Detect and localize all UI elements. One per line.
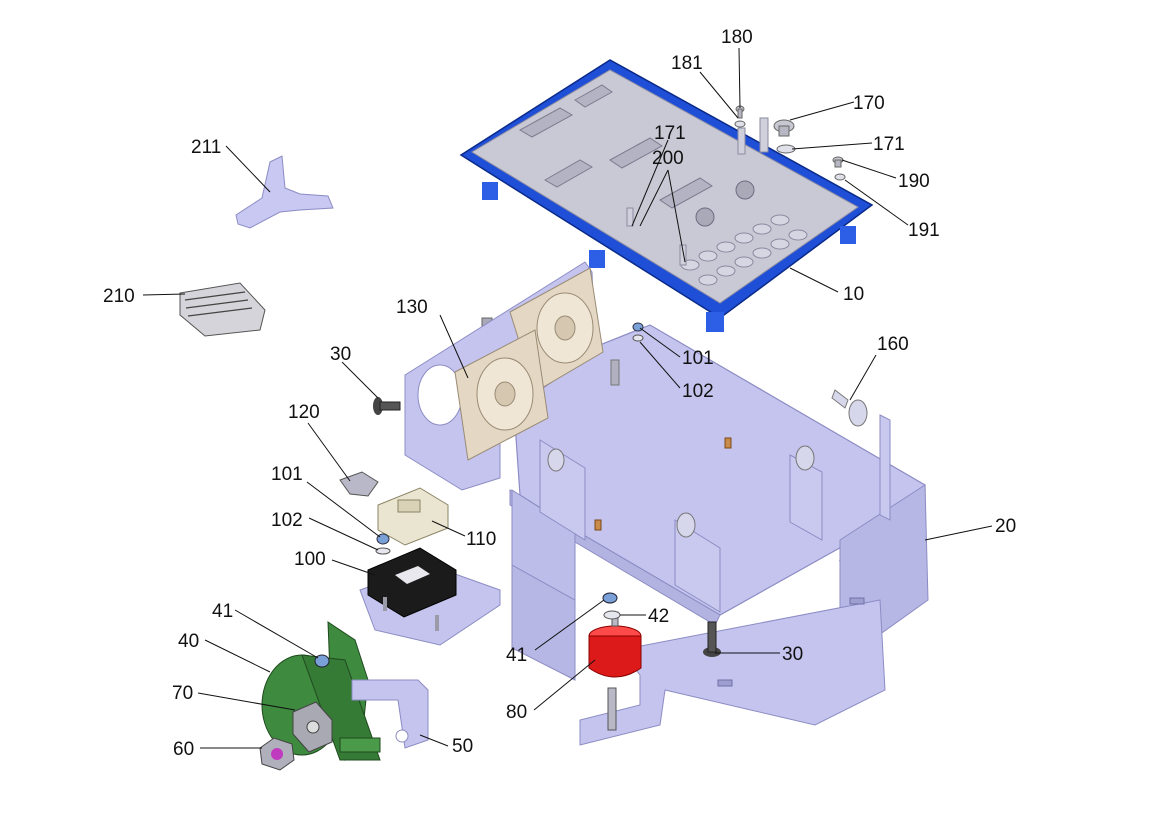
- callout-60: 60: [173, 739, 194, 760]
- screw-part-180: [735, 105, 745, 119]
- callout-181: 181: [671, 53, 703, 74]
- callout-labels: 211 210 30 130 120 101 102 100 110 41 40…: [103, 27, 1016, 760]
- callout-42: 42: [648, 606, 669, 627]
- callout-101-right: 101: [682, 348, 714, 369]
- callout-120: 120: [288, 402, 320, 423]
- callout-102-right: 102: [682, 381, 714, 402]
- callout-190: 190: [898, 171, 930, 192]
- nut-part-101-right: [632, 322, 644, 332]
- terminal-block-part-110: [377, 487, 449, 546]
- callout-130: 130: [396, 297, 428, 318]
- callout-80: 80: [506, 702, 527, 723]
- clip-part-120: [339, 471, 379, 497]
- screw-part-190: [832, 156, 844, 168]
- callout-101-left: 101: [271, 464, 303, 485]
- callout-210: 210: [103, 286, 135, 307]
- callout-102-left: 102: [271, 510, 303, 531]
- bolt-part-30-left: [373, 397, 401, 415]
- callout-41-left: 41: [212, 601, 233, 622]
- callout-50: 50: [452, 736, 473, 757]
- washer-part-102-left: [375, 547, 391, 555]
- callout-200: 200: [652, 148, 684, 169]
- control-board-part-10: [459, 59, 874, 332]
- callout-180: 180: [721, 27, 753, 48]
- washer-part-181: [734, 120, 746, 128]
- callout-10: 10: [843, 284, 864, 305]
- callout-191: 191: [908, 220, 940, 241]
- leader-lines: [142, 47, 993, 749]
- bracket-part-100: [367, 547, 457, 631]
- callout-171-left: 171: [654, 123, 686, 144]
- key-part-211: [235, 155, 334, 229]
- callout-160: 160: [877, 334, 909, 355]
- washer-part-191: [834, 173, 846, 181]
- callout-100: 100: [294, 549, 326, 570]
- bolt-part-30-right: [703, 621, 721, 657]
- callout-170: 170: [853, 93, 885, 114]
- base-plate-part-20: [359, 317, 929, 746]
- bracket-part-50: [351, 679, 429, 749]
- plate-part-70: [292, 701, 333, 753]
- callout-41-right: 41: [506, 645, 527, 666]
- nut-part-41-right: [602, 592, 618, 604]
- connector-part-210: [179, 282, 266, 337]
- washer-part-42: [603, 610, 621, 620]
- callout-40: 40: [178, 631, 199, 652]
- wing-clip-part-160: [831, 389, 868, 427]
- callout-171-right: 171: [873, 134, 905, 155]
- screw-part-170: [773, 119, 795, 137]
- nut-part-41-left: [314, 654, 330, 668]
- callout-30-left: 30: [330, 344, 351, 365]
- callout-20: 20: [995, 516, 1016, 537]
- callout-211: 211: [191, 137, 221, 158]
- wing-clip: [547, 445, 815, 538]
- callout-110: 110: [466, 529, 496, 550]
- callout-30-right: 30: [782, 644, 803, 665]
- washer-part-102-right: [632, 334, 644, 342]
- fan-part-130-front: [454, 329, 549, 461]
- nut-part-60: [259, 737, 295, 771]
- callout-70: 70: [172, 683, 193, 704]
